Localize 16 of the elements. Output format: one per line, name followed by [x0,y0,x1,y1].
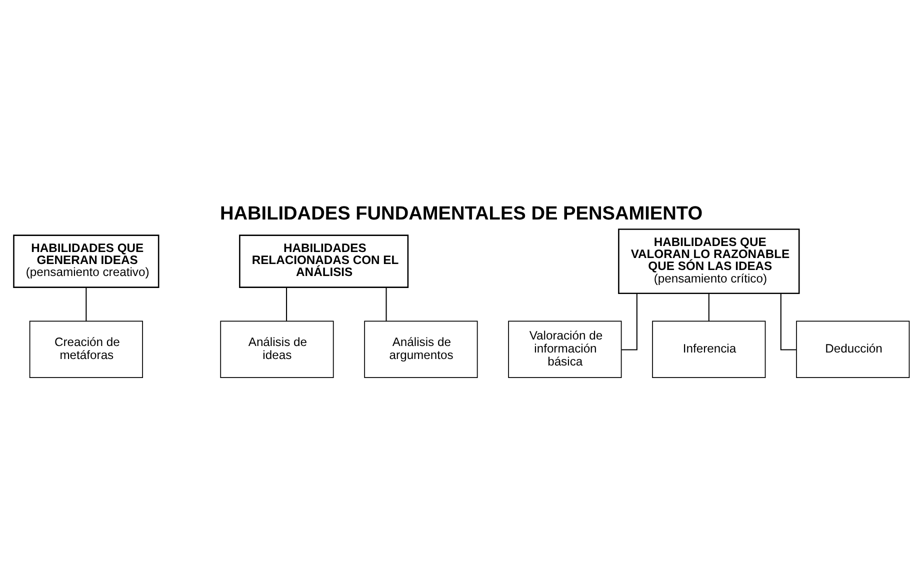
diagram-title: HABILIDADES FUNDAMENTALES DE PENSAMIENTO [220,202,703,224]
node-box: Análisis de argumentos [364,320,478,378]
node-box: HABILIDADES QUE GENERAN IDEAS (pensamiento creativo) [13,234,160,288]
node-box: HABILIDADES RELACIONADAS CON EL ANÁLISIS [239,234,409,288]
connector [386,287,387,320]
node-box: Valoración de información básica [508,320,622,378]
node-box: Análisis de ideas [220,320,334,378]
connector [708,293,710,321]
node-box: HABILIDADES QUE VALORAN LO RAZONABLE QUE SÓN LAS IDEAS (pensamiento crítico) [618,228,800,294]
node-box: Deducción [796,320,910,378]
connector [86,287,87,320]
connector [780,293,796,350]
connector [622,293,638,350]
node-box: Creación de metáforas [29,320,143,378]
node-box: Inferencia [652,320,766,378]
connector [286,287,288,320]
